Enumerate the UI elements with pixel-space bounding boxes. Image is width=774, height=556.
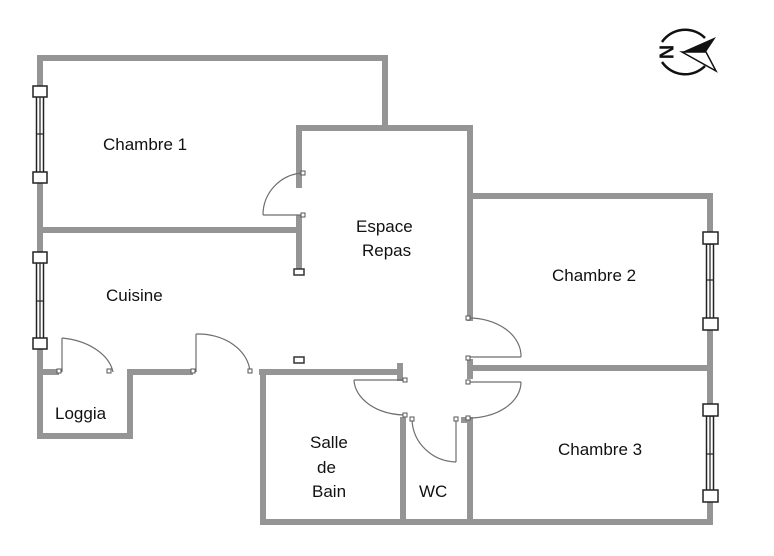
room-label-chambre-1: Chambre 1 <box>103 135 187 154</box>
north-arrow-icon: N <box>656 28 718 76</box>
window-chambre3 <box>702 403 719 503</box>
wall-chambre2-top <box>467 193 713 241</box>
room-label-salle-de-bain-line2: de <box>317 458 336 477</box>
wall-espace-repas-top <box>296 125 473 321</box>
room-label-wc: WC <box>419 482 447 501</box>
door-cuisine[interactable] <box>190 333 253 374</box>
compass-letter: N <box>656 45 678 59</box>
door-chambre2[interactable] <box>465 315 522 361</box>
wall-chambre2-chambre3 <box>467 365 713 413</box>
window-chambre1 <box>32 85 48 184</box>
fixture-sdb-top <box>293 356 305 364</box>
window-chambre2 <box>702 231 719 331</box>
room-label-loggia: Loggia <box>55 404 107 423</box>
room-label-chambre-3: Chambre 3 <box>558 440 642 459</box>
door-loggia[interactable] <box>56 337 114 374</box>
door-wc[interactable] <box>409 416 459 463</box>
wall-chambre1-top <box>37 55 388 131</box>
room-label-espace-repas-line2: Repas <box>362 241 411 260</box>
door-salle-de-bain[interactable] <box>353 377 408 418</box>
room-label-salle-de-bain-line3: Bain <box>312 482 346 501</box>
room-label-chambre-2: Chambre 2 <box>552 266 636 285</box>
door-chambre3[interactable] <box>465 379 522 421</box>
wall-chambre1-cuisine <box>37 227 302 271</box>
room-label-espace-repas-line1: Espace <box>356 217 413 236</box>
room-label-cuisine: Cuisine <box>106 286 163 305</box>
room-label-salle-de-bain-line1: Salle <box>310 433 348 452</box>
window-cuisine <box>32 251 48 350</box>
fixture-espace-repas <box>293 268 305 276</box>
wall-bottom <box>260 369 713 525</box>
door-chambre1[interactable] <box>262 170 306 218</box>
